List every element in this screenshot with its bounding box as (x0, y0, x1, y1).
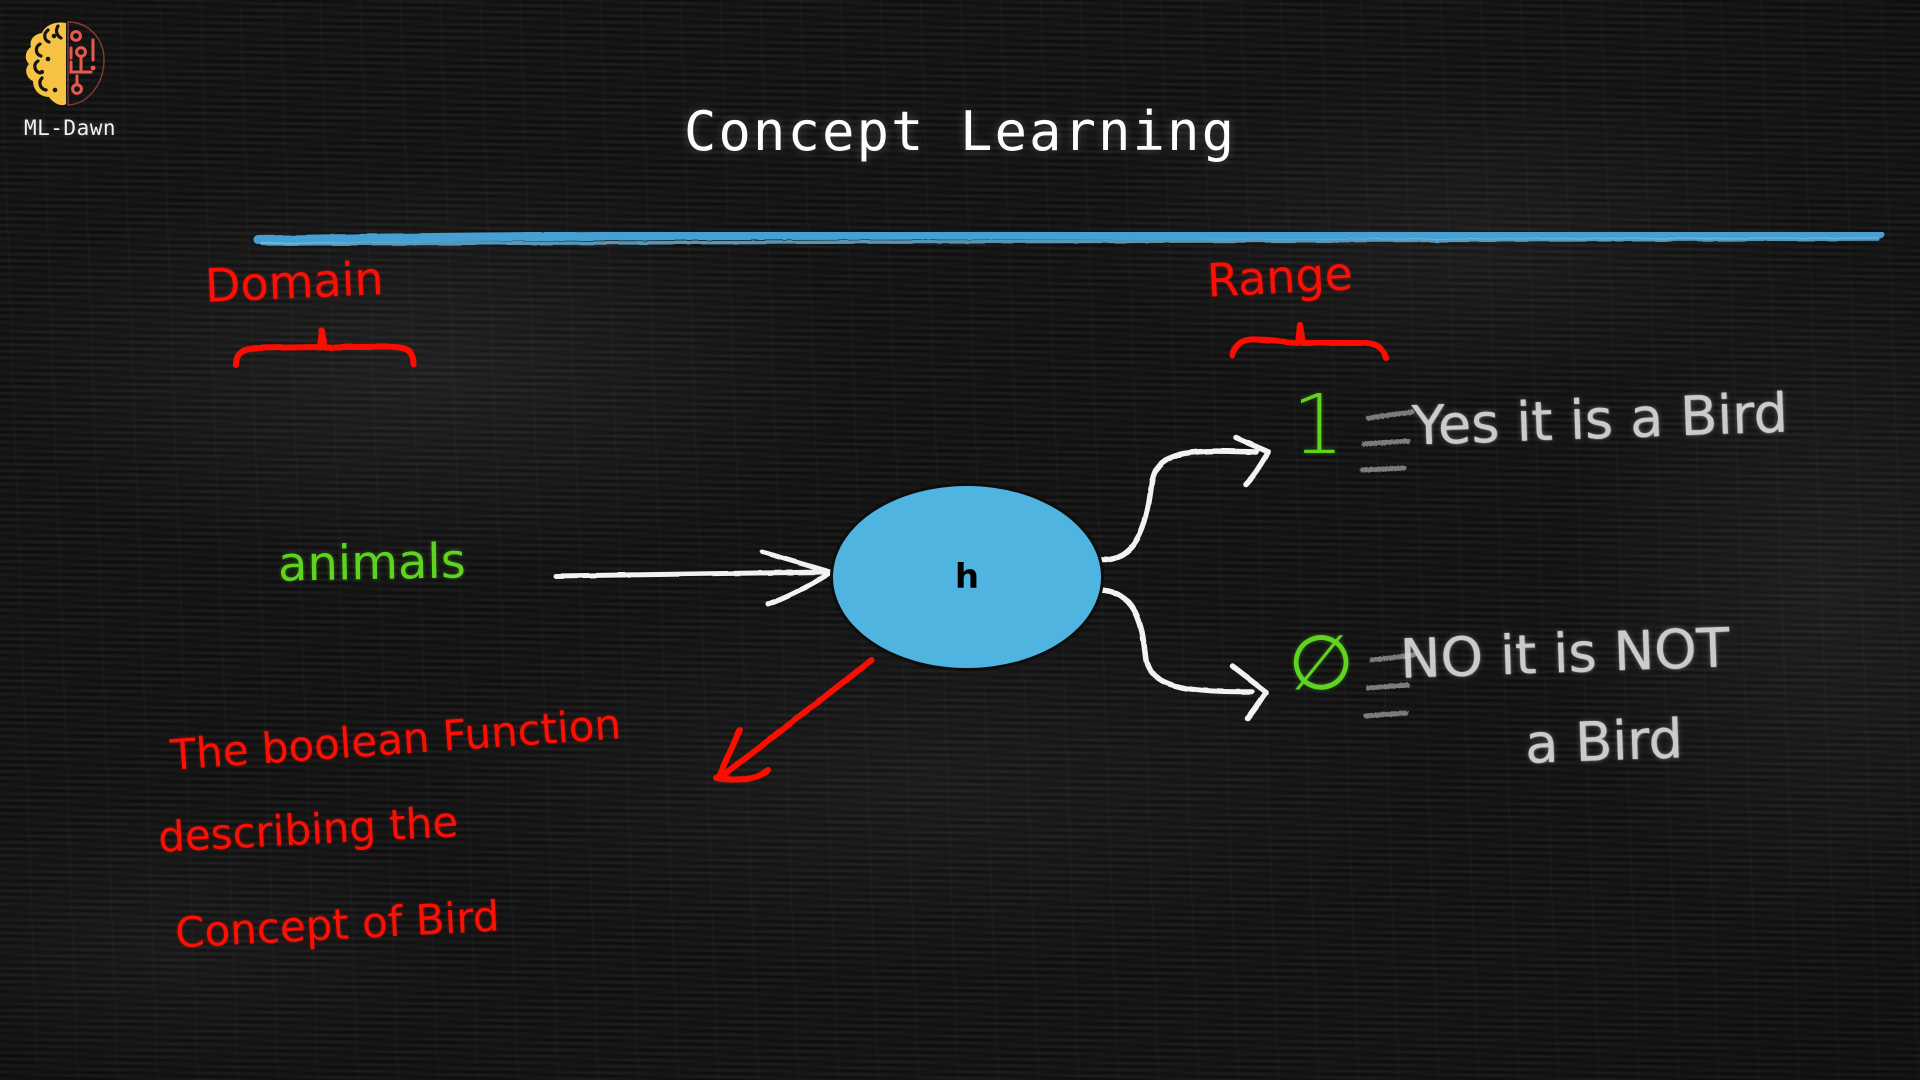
input-arrow (553, 549, 833, 607)
output-meaning-true: Yes it is a Bird (1411, 381, 1789, 458)
brand-name: ML-Dawn (24, 116, 117, 140)
output-meaning-false-line2: a Bird (1523, 707, 1684, 776)
title-divider (253, 229, 1885, 246)
brain-circuit-icon (25, 21, 105, 106)
hypothesis-node-label: h (954, 557, 980, 597)
domain-example-label: animals (277, 533, 467, 593)
hypothesis-node: h (830, 483, 1104, 671)
brand-logo: ML-Dawn (18, 14, 188, 140)
equiv-symbol-true (1359, 409, 1415, 473)
range-brace (1229, 322, 1389, 361)
output-arrow-false (1095, 587, 1269, 721)
output-value-false: ∅ (1288, 618, 1355, 707)
annotation-arrow (713, 657, 875, 783)
slide-title: Concept Learning (683, 100, 1237, 163)
equiv-symbol-false (1363, 652, 1417, 719)
range-label: Range (1205, 246, 1355, 308)
output-arrow-true (1097, 435, 1271, 563)
domain-label: Domain (203, 251, 385, 313)
output-value-true: 1 (1292, 378, 1345, 473)
output-meaning-false-line1: NO it is NOT (1399, 616, 1731, 691)
domain-brace (233, 327, 417, 368)
